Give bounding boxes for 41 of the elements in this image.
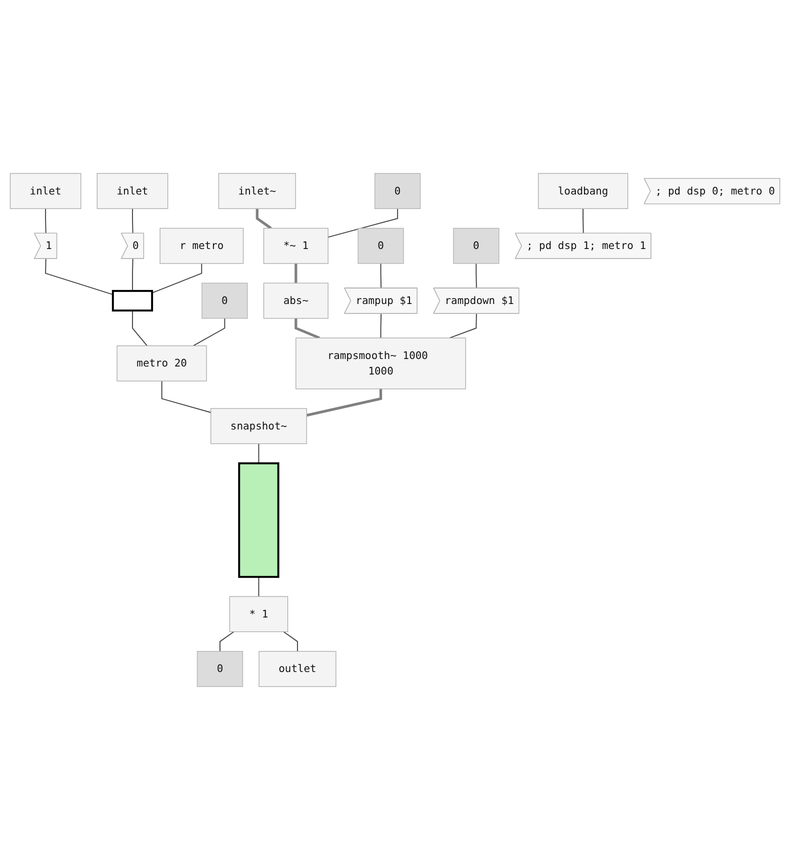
connector — [45, 208, 46, 234]
connector — [328, 208, 398, 238]
connector — [45, 258, 114, 295]
connector — [582, 208, 584, 234]
connector — [449, 312, 477, 338]
node-box: abs~ — [263, 282, 328, 318]
node-box: inlet — [96, 172, 168, 208]
node-box: 0 — [202, 282, 248, 318]
connector — [152, 262, 202, 293]
connector — [258, 442, 260, 464]
node-box: inlet~ — [218, 172, 296, 208]
node-box: 0 — [196, 650, 244, 686]
node-box: metro 20 — [116, 344, 207, 381]
connector — [294, 263, 298, 283]
connector — [306, 388, 382, 416]
node-box: 0 — [374, 172, 421, 208]
node-bar — [238, 462, 280, 578]
connector — [132, 208, 134, 234]
connector — [380, 312, 382, 338]
node-box: * 1 — [229, 596, 288, 632]
node-box: outlet — [258, 650, 336, 686]
connector — [283, 630, 298, 652]
node-box: 0 — [358, 227, 404, 264]
connector — [161, 380, 212, 413]
node-box: *~ 1 — [263, 227, 328, 264]
node-box — [112, 289, 154, 311]
connector — [132, 258, 134, 291]
connector — [132, 310, 148, 346]
connector — [219, 630, 234, 652]
node-box: 0 — [453, 227, 500, 264]
connector — [294, 318, 320, 339]
connector — [192, 317, 226, 346]
connector — [256, 208, 272, 229]
node-box: rampsmooth~ 1000 1000 — [296, 337, 466, 389]
node-box: snapshot~ — [210, 408, 307, 444]
connector — [258, 576, 260, 596]
node-box: loadbang — [538, 172, 628, 208]
node-box: inlet — [10, 172, 82, 208]
connector — [476, 262, 477, 288]
connector — [380, 262, 382, 288]
node-box: r metro — [160, 227, 244, 264]
